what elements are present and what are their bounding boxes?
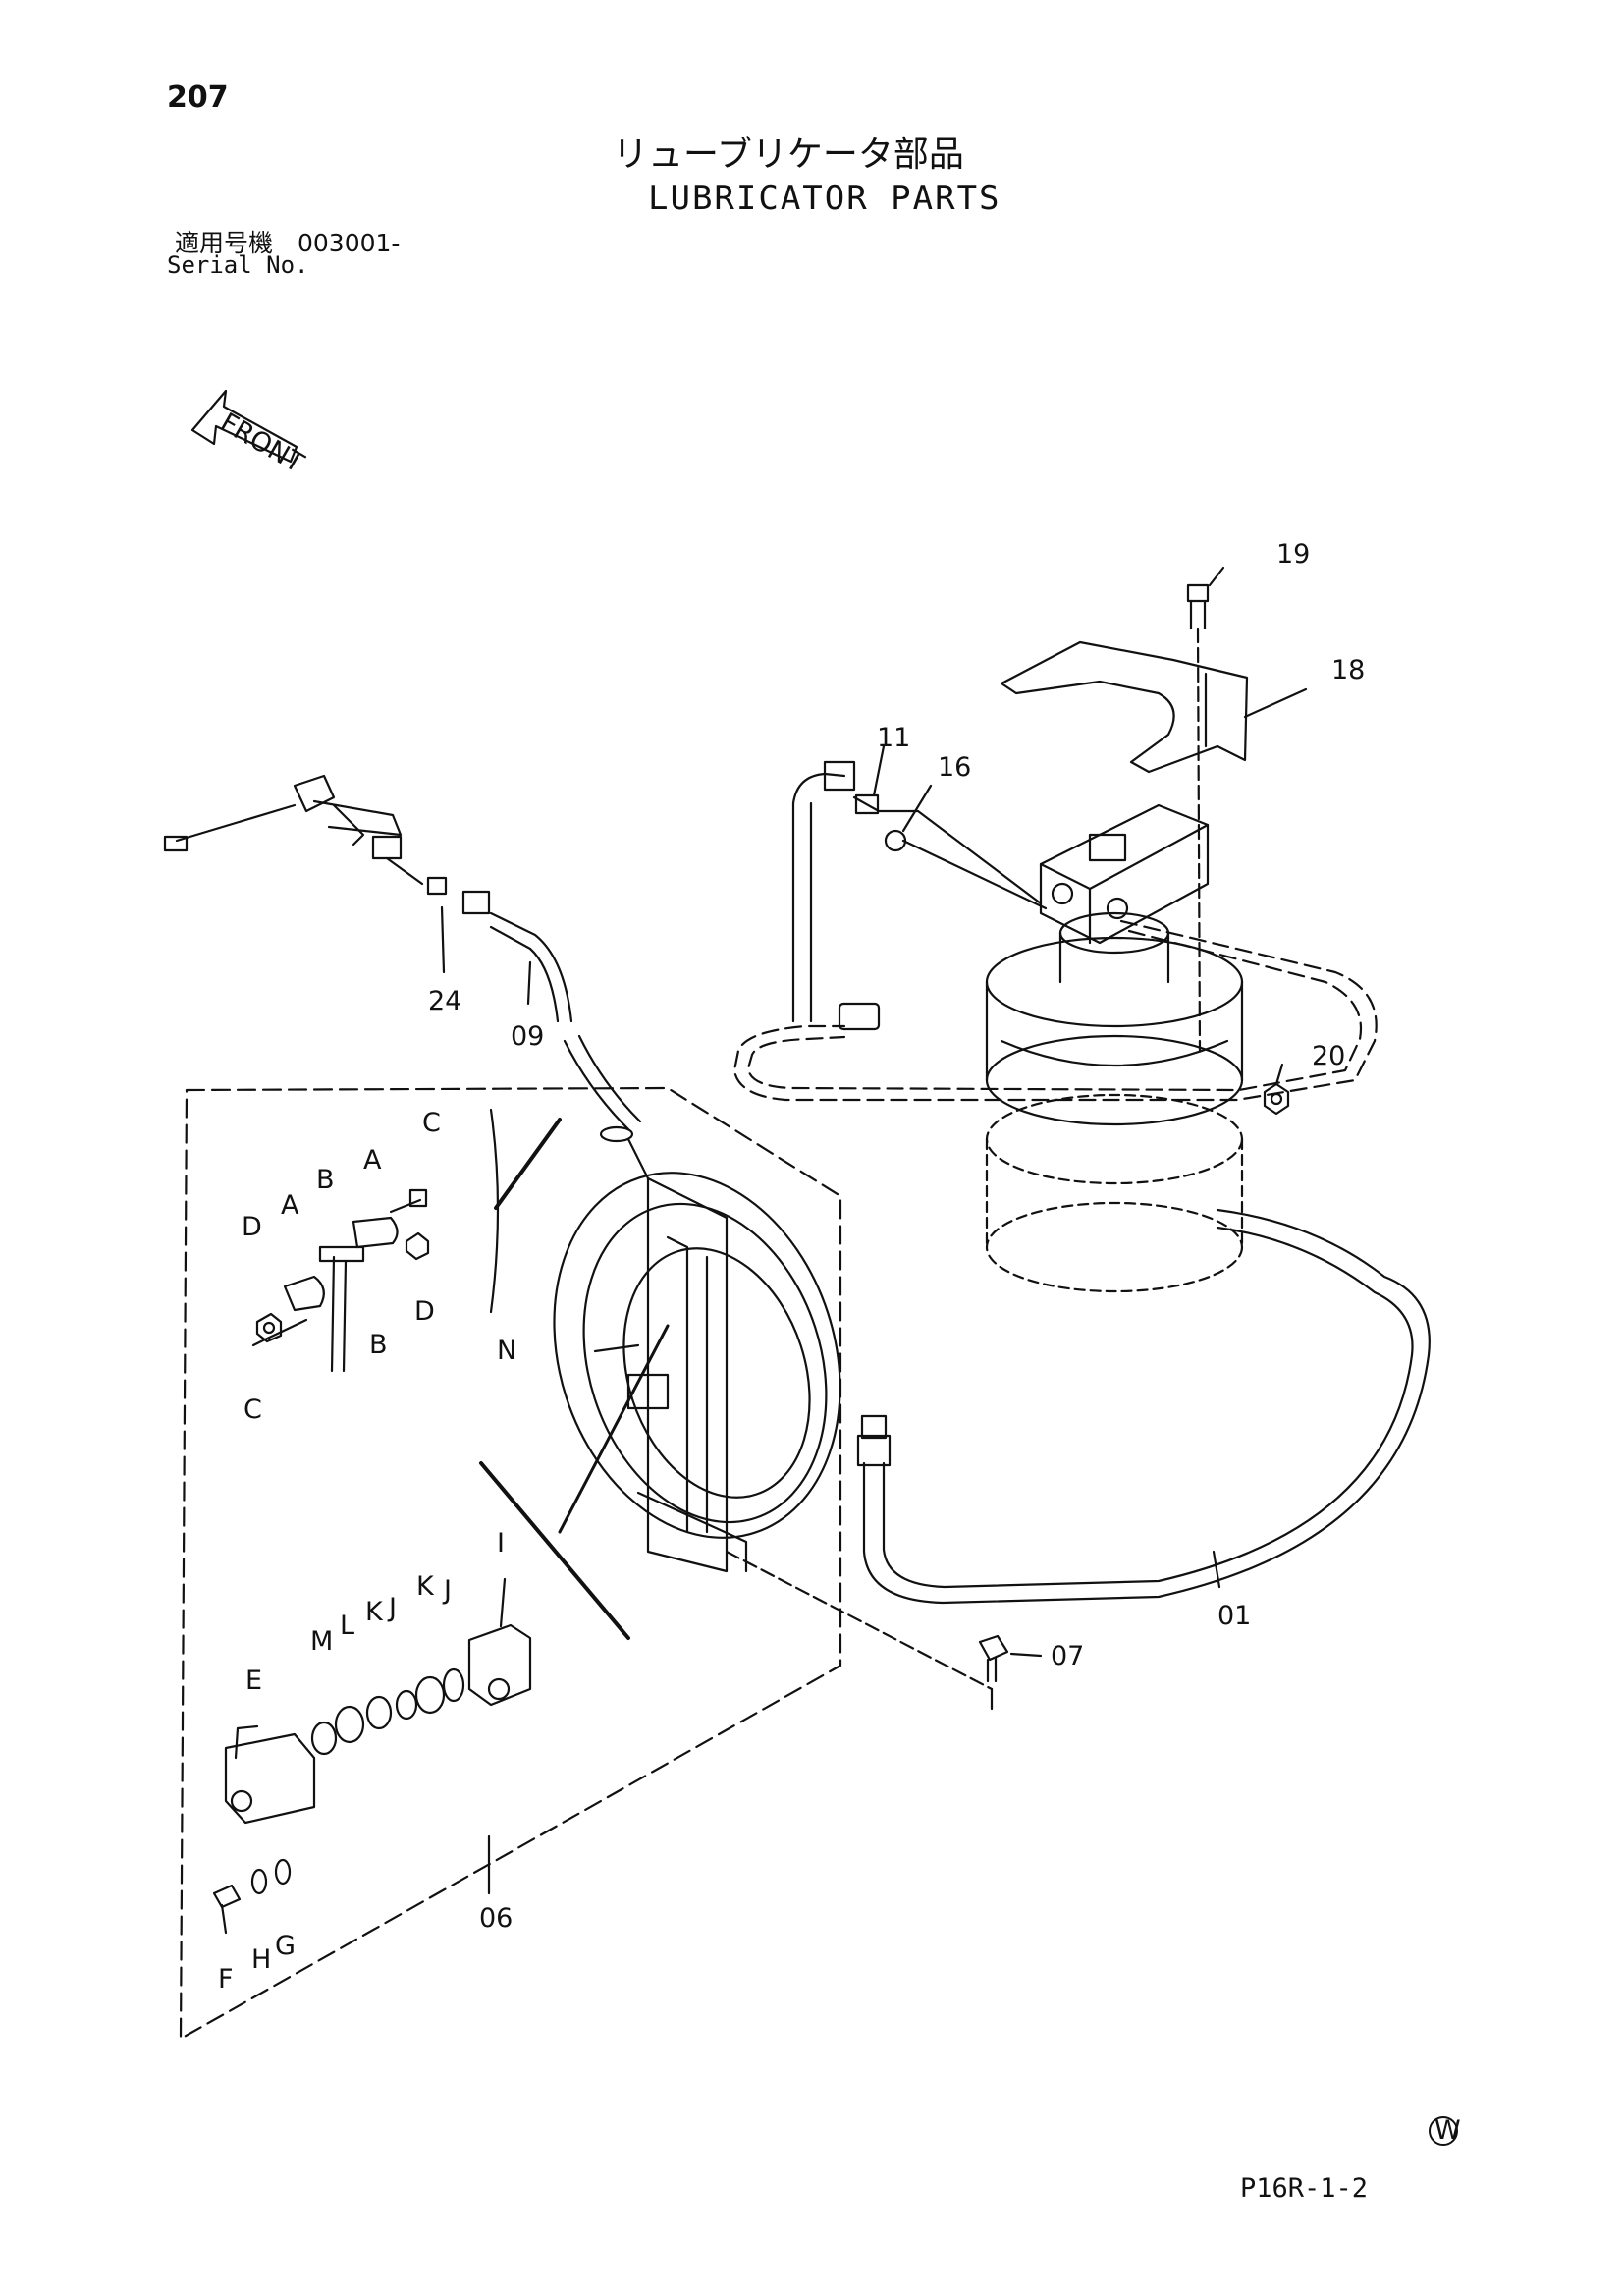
callout-j-2: J [387,1593,397,1623]
clamp-detail [251,1188,430,1373]
callout-18: 18 [1331,655,1365,685]
callout-k-2: K [365,1597,384,1627]
page-number: 207 [167,81,229,115]
callout-07: 07 [1051,1641,1084,1671]
callout-16: 16 [938,752,971,783]
plate-id: P16R-1-2 [1240,2173,1369,2204]
hose-01 [856,1208,1431,1605]
callout-i: I [497,1528,505,1558]
callout-c-1: C [422,1108,441,1138]
callout-24: 24 [428,986,461,1016]
callout-d-1: D [242,1212,262,1242]
callout-06: 06 [479,1903,513,1934]
callout-a-2: A [281,1190,299,1221]
callout-e: E [245,1666,262,1696]
callout-labels: 19 18 11 16 20 24 09 01 07 06 A A B B C … [218,539,1365,1995]
lubrication-pump-tank [985,803,1244,1293]
hose-reel-assembly-boundary [179,1086,842,2041]
hose-reel [553,1172,994,1711]
callout-f: F [218,1964,234,1995]
page-title-japanese: リューブリケータ部品 [613,135,964,175]
serial-applicability-japanese: 適用号機 003001- [175,229,401,257]
callout-g: G [275,1931,296,1961]
callout-01: 01 [1217,1601,1251,1631]
manufacturer-corner-mark: W [1429,2115,1461,2146]
callout-leader-lines [440,566,1308,1895]
bolt-07 [978,1634,1009,1683]
callout-m: M [310,1626,333,1657]
callout-09: 09 [511,1021,544,1052]
nut-20 [1263,1082,1290,1116]
callout-b-1: B [316,1165,335,1195]
supply-hose-loop [732,919,1378,1102]
grease-gun [163,774,491,915]
swivel-detail [212,1623,532,1935]
callout-b-2: B [369,1330,388,1360]
callout-20: 20 [1312,1041,1345,1071]
callout-c-2: C [243,1394,262,1425]
callout-j-1: J [442,1575,452,1606]
elbow-hose [791,760,1048,1023]
callout-11: 11 [877,723,910,753]
callout-h: H [251,1944,271,1975]
serial-number-label: Serial No. [167,251,309,279]
bracket-18 [1000,640,1249,774]
front-direction-arrow: FRONT [190,389,309,479]
callout-n: N [497,1336,516,1366]
callout-a-1: A [363,1145,382,1175]
callout-k-1: K [416,1571,435,1602]
bolt-19 [1186,583,1210,1053]
callout-19: 19 [1276,539,1310,570]
page-title-english: LUBRICATOR PARTS [648,179,1001,218]
hose-09 [489,911,650,1180]
corner-mark-letter: W [1434,2115,1461,2146]
front-label: FRONT [215,408,309,479]
callout-d-2: D [414,1296,435,1327]
callout-l: L [340,1611,354,1641]
